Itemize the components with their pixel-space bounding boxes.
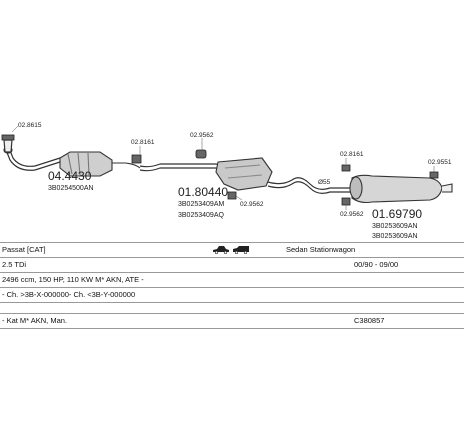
clamp-label-7: 02.9562 [340, 211, 364, 218]
pipe-diameter-label: Ø55 [318, 179, 331, 186]
clamp-label-2: 02.8161 [131, 139, 155, 146]
info-row-model: Passat [CAT] Sedan Stationwagon [0, 242, 464, 258]
station-wagon-icon [232, 245, 250, 259]
center-silencer [215, 157, 273, 191]
engine-specs: 2496 ccm, 150 HP, 110 KW M* AKN, ATE - [2, 275, 144, 284]
sedan-icon [212, 245, 230, 259]
part-number-center: 01.80440 [178, 185, 228, 199]
info-row-chassis: - Ch. >3B-X-000000- Ch. <3B-Y-000000 [0, 288, 464, 303]
clamp-icon [1, 134, 439, 206]
oe-number-front: 3B0254500AN [48, 185, 94, 192]
part-number-rear: 01.69790 [372, 207, 422, 221]
exhaust-system-diagram: 02.8615 04.4430 3B0254500AN 02.8161 02.9… [1, 122, 453, 240]
production-years: 00/90 - 09/00 [354, 260, 399, 269]
info-row-engine-code: - Kat M* AKN, Man. C380857 [0, 314, 464, 329]
info-row-spacer [0, 303, 464, 314]
clamp-label-5: 02.8161 [340, 151, 364, 158]
info-row-engine: 2.5 TDi 00/90 - 09/00 [0, 258, 464, 273]
model-name: Passat [CAT] [2, 245, 46, 254]
chassis-range: - Ch. >3B-X-000000- Ch. <3B-Y-000000 [2, 290, 136, 299]
clamp-label-3: 02.9562 [190, 132, 214, 139]
clamp-label-6: 02.9551 [428, 159, 452, 166]
catalog-number: C380857 [354, 316, 385, 325]
engine-code: - Kat M* AKN, Man. [2, 316, 68, 325]
clamp-label-1: 02.8615 [18, 122, 42, 129]
oe-number-rear-a: 3B0253609AN [372, 223, 418, 230]
rear-silencer [349, 174, 453, 204]
rear-connecting-pipe [267, 177, 350, 194]
clamp-label-4: 02.9562 [240, 201, 264, 208]
leader-lines [11, 125, 435, 210]
catalytic-converter [59, 151, 141, 177]
oe-number-center-a: 3B0253409AM [178, 201, 224, 208]
middle-pipe [139, 163, 229, 173]
info-row-specs: 2496 ccm, 150 HP, 110 KW M* AKN, ATE - [0, 273, 464, 288]
body-type: Sedan Stationwagon [286, 245, 356, 254]
oe-number-rear-b: 3B0253609AN [372, 233, 418, 240]
oe-number-center-b: 3B0253409AQ [178, 212, 224, 219]
engine: 2.5 TDi [2, 260, 27, 269]
part-number-front: 04.4430 [48, 169, 92, 183]
front-pipe [3, 139, 61, 171]
vehicle-info-table: Passat [CAT] Sedan Stationwagon 2.5 TDi … [0, 242, 464, 329]
